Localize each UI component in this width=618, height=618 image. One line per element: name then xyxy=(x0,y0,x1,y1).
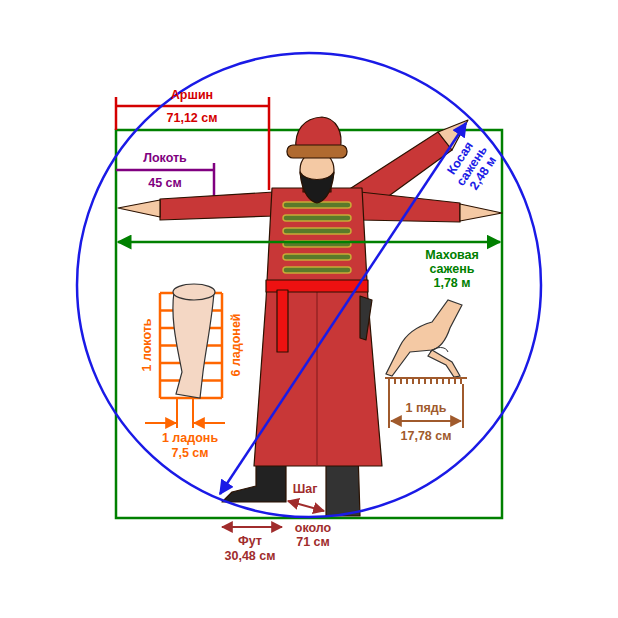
square-frame xyxy=(116,130,502,518)
measure-name: 1 пядь xyxy=(406,401,447,415)
measure-value: около 71 см xyxy=(287,521,339,549)
measure-name: Маховая сажень xyxy=(416,248,488,276)
measure-value: 17,78 см xyxy=(401,429,452,443)
measure-value: 45 см xyxy=(148,176,182,190)
pyad-hand xyxy=(385,300,467,428)
measure-name: Аршин xyxy=(171,88,213,102)
elbow-ladder xyxy=(145,284,225,428)
measure-value: 7,5 см xyxy=(171,446,208,460)
measure-name: 6 ладоней xyxy=(229,313,243,376)
step-arrow xyxy=(288,501,324,511)
man-figure xyxy=(118,117,502,516)
foot-arrow xyxy=(222,526,282,528)
measure-value: 1,78 м xyxy=(433,276,470,290)
lokot-dimension xyxy=(116,163,214,198)
makhovaya-arrow xyxy=(118,241,500,244)
kosaya-arrow xyxy=(220,123,466,494)
measure-name: Шаг xyxy=(293,482,318,496)
measure-value: 30,48 см xyxy=(225,549,276,563)
measure-name: Фут xyxy=(238,534,262,548)
arshin-dimension xyxy=(116,97,269,190)
measure-value: 71,12 см xyxy=(167,111,218,125)
blue-circle xyxy=(77,53,541,517)
measure-name: 1 локоть xyxy=(140,318,154,371)
measure-name: Локоть xyxy=(143,151,187,165)
measure-name: 1 ладонь xyxy=(162,431,218,445)
